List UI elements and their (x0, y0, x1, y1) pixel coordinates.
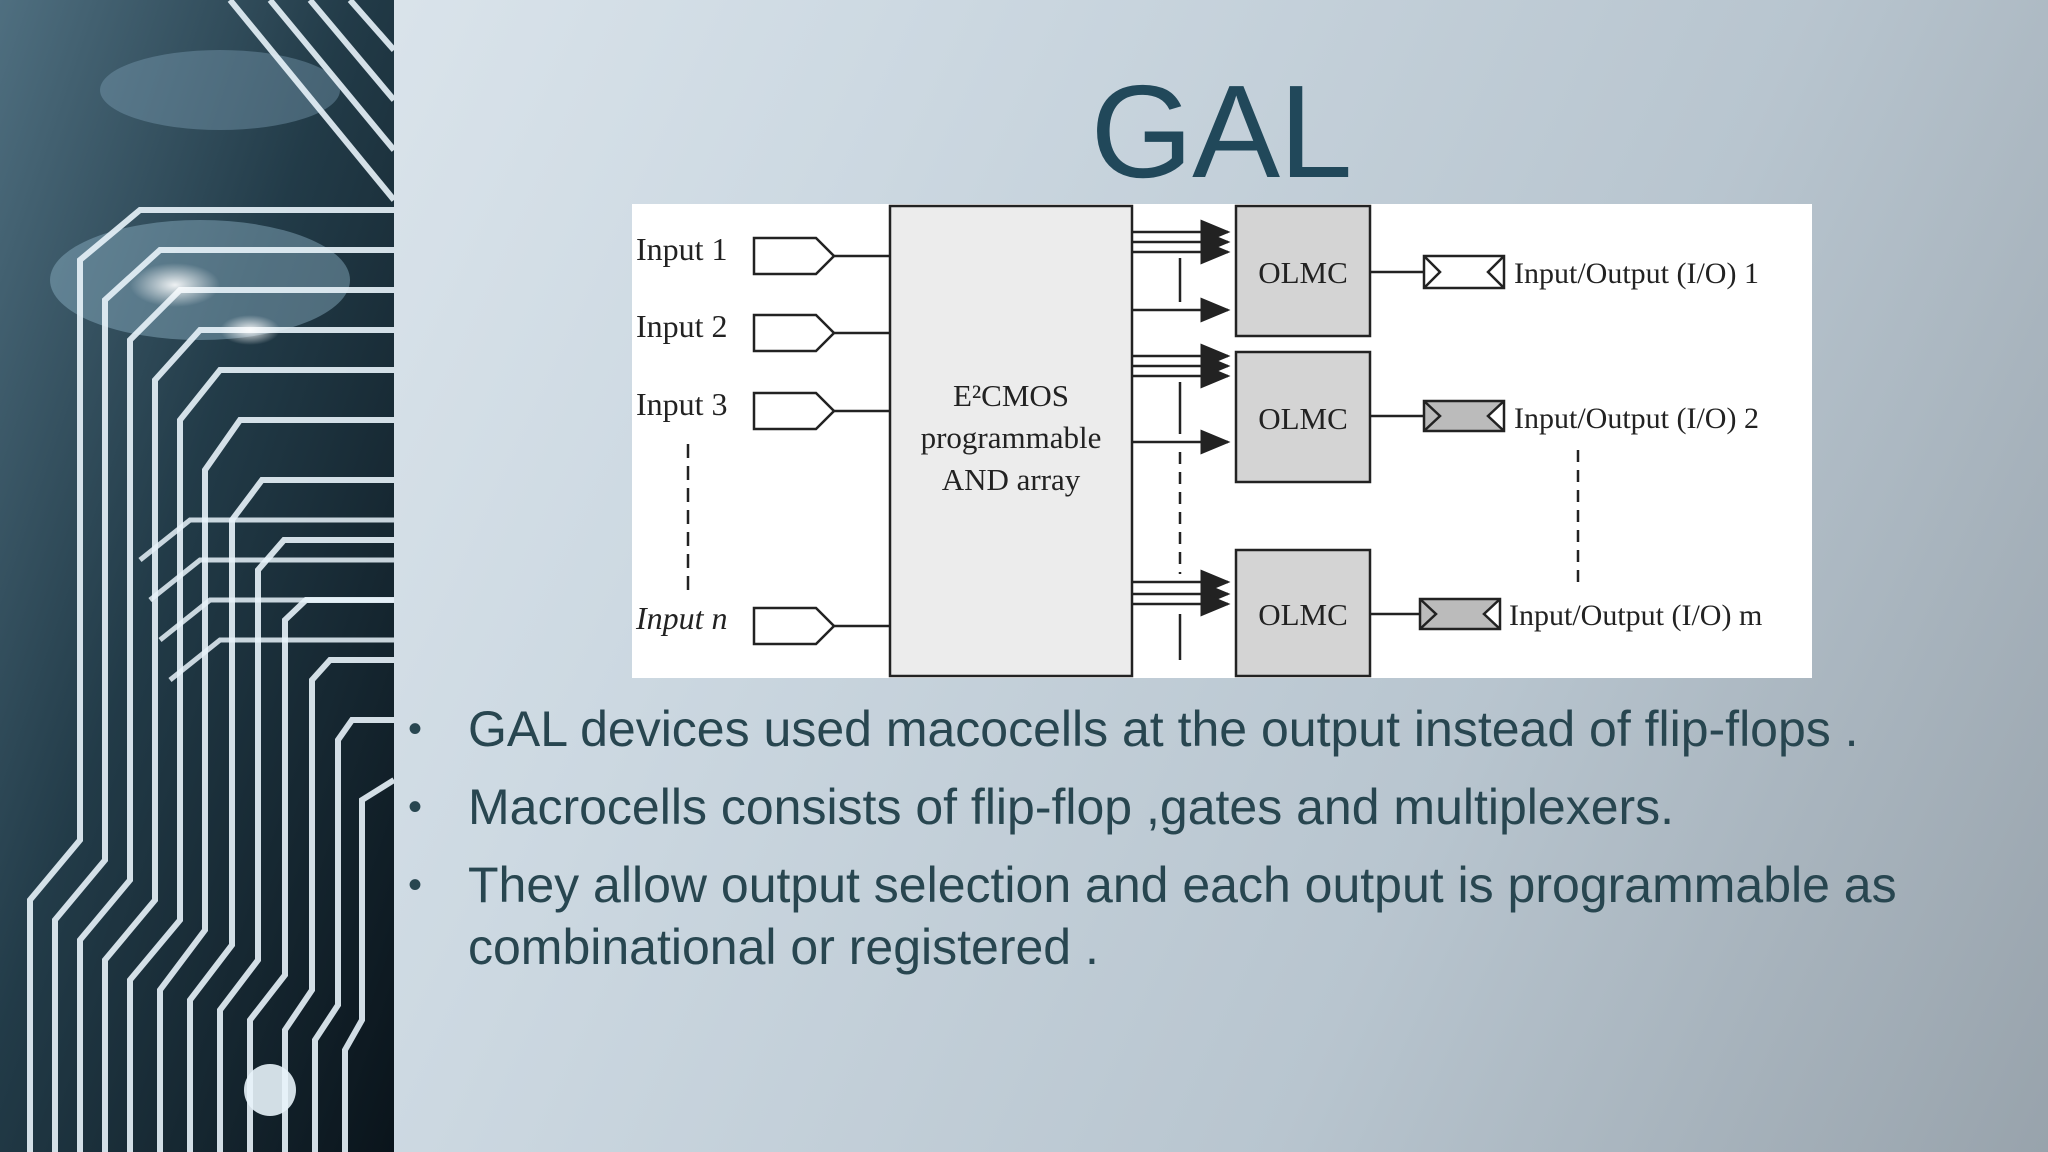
bullet-text: GAL devices used macocells at the output… (468, 701, 1859, 757)
gal-block-diagram: Input 1 Input 2 Input 3 Input n E²CMOS p… (632, 204, 1812, 678)
and-array-label-line-3: AND array (942, 462, 1081, 497)
olmc-2: OLMC Input/Output (I/O) 2 (1234, 350, 1759, 484)
input-1: Input 1 (636, 231, 890, 276)
io-1-label: Input/Output (I/O) 1 (1514, 257, 1759, 290)
slide-title: GAL (1090, 58, 1352, 205)
bullet-dot-icon: • (408, 707, 423, 751)
io-m-label: Input/Output (I/O) m (1509, 599, 1762, 632)
and-array-label-line-2: programmable (921, 420, 1102, 455)
bullet-item: • GAL devices used macocells at the outp… (408, 698, 2008, 760)
bullet-list: • GAL devices used macocells at the outp… (408, 698, 2008, 994)
and-array-block (888, 204, 1134, 678)
io-pin-icon (1422, 399, 1506, 433)
circuit-board-artwork (0, 0, 394, 1152)
io-pin-icon (1422, 254, 1506, 290)
bullet-text: Macrocells consists of flip-flop ,gates … (468, 779, 1675, 835)
bullet-text: They allow output selection and each out… (468, 857, 1897, 975)
input-1-label: Input 1 (636, 231, 728, 267)
input-3: Input 3 (636, 386, 890, 431)
bullet-item: • They allow output selection and each o… (408, 854, 2008, 978)
input-n: Input n (635, 600, 890, 646)
input-2: Input 2 (636, 308, 890, 353)
input-buffer-icon (752, 313, 836, 353)
input-buffer-icon (752, 236, 836, 276)
bullet-dot-icon: • (408, 785, 423, 829)
bullet-item: • Macrocells consists of flip-flop ,gate… (408, 776, 2008, 838)
input-2-label: Input 2 (636, 308, 728, 344)
io-pin-icon (1418, 597, 1502, 631)
input-buffer-icon (752, 606, 836, 646)
io-2-label: Input/Output (I/O) 2 (1514, 402, 1759, 435)
olmc-m: OLMC Input/Output (I/O) m (1234, 548, 1762, 678)
olmc-1-label: OLMC (1258, 255, 1348, 290)
input-buffer-icon (752, 391, 836, 431)
and-array-label-line-1: E²CMOS (953, 378, 1069, 413)
bullet-dot-icon: • (408, 863, 423, 907)
olmc-1: OLMC Input/Output (I/O) 1 (1234, 204, 1759, 338)
input-n-label: Input n (635, 600, 728, 636)
olmc-2-label: OLMC (1258, 401, 1348, 436)
input-3-label: Input 3 (636, 386, 728, 422)
olmc-m-label: OLMC (1258, 597, 1348, 632)
